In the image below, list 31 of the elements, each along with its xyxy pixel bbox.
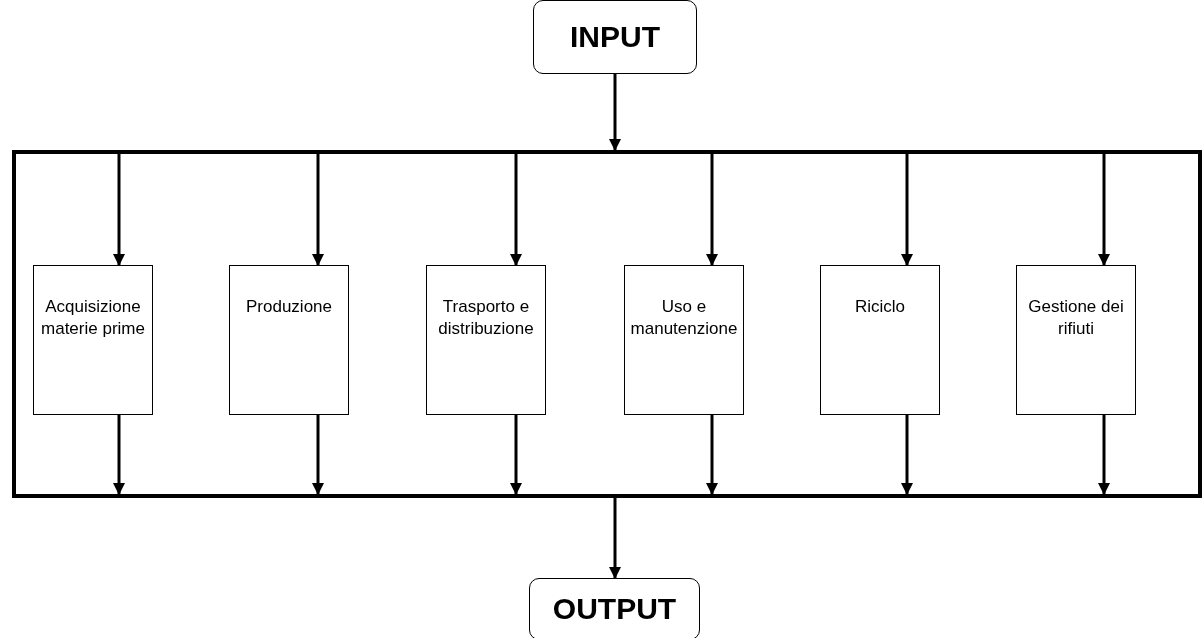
arrow xyxy=(901,415,913,495)
process-label: Produzione xyxy=(246,297,332,316)
process-label: Gestione dei rifiuti xyxy=(1028,297,1124,339)
arrow xyxy=(510,415,522,495)
process-box xyxy=(820,265,940,415)
process-box xyxy=(33,265,153,415)
process-label: Uso e manutenzione xyxy=(630,297,738,339)
terminal-label: OUTPUT xyxy=(552,592,677,626)
arrow xyxy=(312,415,324,495)
arrow xyxy=(1098,154,1110,266)
process-box xyxy=(229,265,349,415)
arrow xyxy=(510,154,522,266)
process-box xyxy=(624,265,744,415)
terminal-box xyxy=(529,578,700,638)
terminal-box xyxy=(533,0,697,74)
terminal-label: INPUT xyxy=(570,20,660,54)
arrow xyxy=(1098,415,1110,495)
arrow xyxy=(113,415,125,495)
arrow xyxy=(609,498,621,579)
system-boundary xyxy=(12,150,1202,498)
process-label: Riciclo xyxy=(854,297,906,316)
arrow xyxy=(901,154,913,266)
arrow xyxy=(706,415,718,495)
arrow xyxy=(113,154,125,266)
arrow xyxy=(312,154,324,266)
process-box xyxy=(426,265,546,415)
process-label: Trasporto e distribuzione xyxy=(438,297,534,339)
process-box xyxy=(1016,265,1136,415)
process-label: Acquisizione materie prime xyxy=(41,297,145,339)
arrow xyxy=(609,74,621,151)
arrow xyxy=(706,154,718,266)
